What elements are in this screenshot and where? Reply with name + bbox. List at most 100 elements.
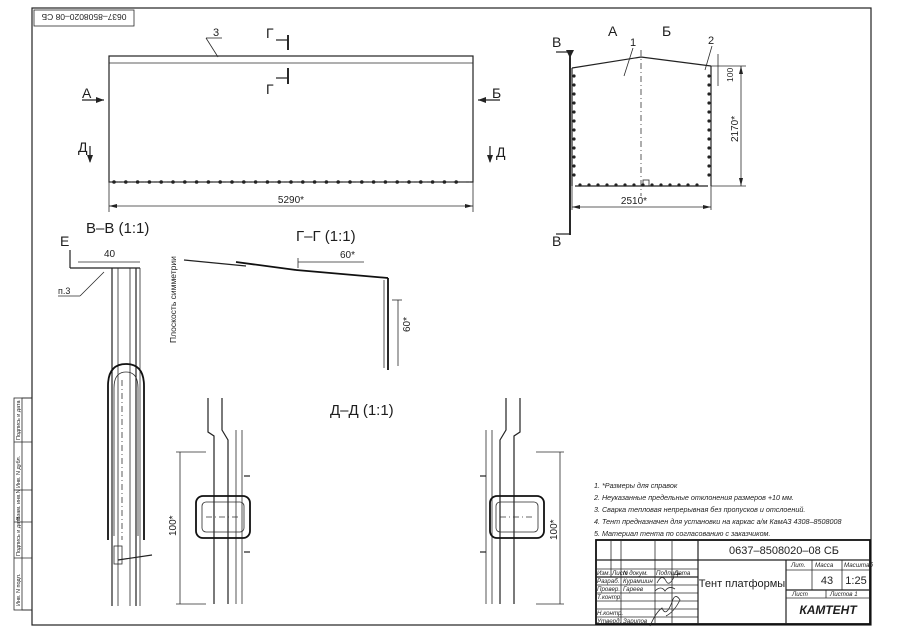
dd-right-assembly: 100* xyxy=(480,398,564,605)
dim-left: 100* xyxy=(168,515,179,536)
dim-40: 40 xyxy=(104,249,116,260)
sheet-frame xyxy=(31,7,872,626)
side-strip-5: Инв. N подл. xyxy=(16,573,22,606)
tb-company: КАМТЕНТ xyxy=(799,603,858,617)
eyelet xyxy=(707,92,711,96)
eyelet xyxy=(707,164,711,168)
eyelet xyxy=(289,180,293,184)
tb-role-0: Разраб. xyxy=(597,578,619,585)
label-2: 2 xyxy=(708,35,714,47)
note-5: 5. Материал тента по согласованию с зака… xyxy=(594,529,771,538)
note-4: 4. Тент предназначен для установки на ка… xyxy=(594,517,842,526)
label-G-bottom: Г xyxy=(266,81,274,97)
dim-60a: 60* xyxy=(340,250,355,261)
plane-label: Плоскость симметрии xyxy=(168,256,178,343)
label-p3: п.3 xyxy=(58,286,70,296)
side-strip-2: Инв. N дубл. xyxy=(16,455,22,488)
tb-head-list: Лист xyxy=(611,570,628,577)
eyelet xyxy=(183,180,187,184)
eyelet xyxy=(230,180,234,184)
side-strip-4: Подпись и дата xyxy=(16,516,22,556)
eyelet xyxy=(206,180,211,184)
eyelet xyxy=(596,183,600,187)
eyelet xyxy=(707,155,711,159)
label-A-side: А xyxy=(608,23,618,39)
tb-head-date: Дата xyxy=(673,570,691,577)
label-1: 1 xyxy=(630,37,636,49)
eyelet xyxy=(632,183,636,187)
side-strip-1: Подпись и дата xyxy=(16,400,22,440)
tb-name: Тент платформы xyxy=(699,578,786,590)
eyelet xyxy=(194,180,199,184)
eyelet xyxy=(430,180,435,184)
eyelet xyxy=(147,180,152,184)
section-gg: Г–Г (1:1) Плоскость симметрии 60* 60* xyxy=(168,228,413,370)
tb-head-izm: Изм. xyxy=(597,570,610,577)
awning-body xyxy=(108,55,474,183)
tb-mass-header: Масса xyxy=(815,562,834,569)
signature-3 xyxy=(649,596,681,627)
dim-height: 2170* xyxy=(730,116,741,142)
tb-role-5: Утверд. xyxy=(596,618,621,625)
signature-2 xyxy=(654,587,676,592)
eyelet xyxy=(707,119,711,123)
eyelet xyxy=(623,183,627,187)
section-dd-title: Д–Д (1:1) xyxy=(330,402,394,419)
view-side: В В А Б 1 2 2170* 100 2510* xyxy=(552,23,746,249)
tb-person-1: Гареев xyxy=(623,586,644,593)
eyelet xyxy=(360,180,364,184)
eyelet xyxy=(572,164,576,168)
eyelet xyxy=(650,183,654,187)
dim-60b: 60* xyxy=(402,317,413,332)
eyelet xyxy=(641,183,645,187)
label-D-left: Д xyxy=(78,139,88,155)
label-D-right: Д xyxy=(496,144,506,160)
eyelet xyxy=(605,183,609,187)
eyelet xyxy=(614,183,618,187)
eyelet xyxy=(171,180,175,184)
eyelet xyxy=(407,180,411,184)
eyelet xyxy=(659,183,663,187)
tb-person-5: Зарипов xyxy=(623,618,648,625)
eyelet xyxy=(112,180,116,184)
signature-1 xyxy=(656,576,675,584)
section-dd: Д–Д (1:1) 100* 100* xyxy=(168,398,564,605)
eyelet xyxy=(395,180,400,184)
eyelet xyxy=(707,101,711,105)
section-vv: В–В (1:1) Е 40 п.3 xyxy=(58,220,153,606)
tb-scale-header: Масштаб xyxy=(844,562,873,569)
dd-left-assembly: 100* xyxy=(168,398,251,605)
note-3: 3. Сварка тепловая непрерывная без пропу… xyxy=(594,505,805,514)
label-B-side: Б xyxy=(662,23,671,39)
eyelet xyxy=(124,180,128,184)
label-E: Е xyxy=(60,233,69,249)
eyelet xyxy=(578,183,582,187)
tb-head-doc: N докум. xyxy=(623,570,648,577)
eyelet xyxy=(159,180,163,184)
eyelet xyxy=(707,83,711,87)
eyelet xyxy=(371,180,376,184)
tb-role-4: Н.контр. xyxy=(597,610,623,617)
section-vv-title: В–В (1:1) xyxy=(86,220,149,237)
eyelet xyxy=(572,92,576,96)
eyelet xyxy=(324,180,329,184)
eyelet xyxy=(454,180,459,184)
section-gg-title: Г–Г (1:1) xyxy=(296,228,356,245)
eyelet xyxy=(572,137,576,141)
eyelet xyxy=(677,183,681,187)
dim-width: 2510* xyxy=(621,196,647,207)
label-A: А xyxy=(82,85,92,101)
eyelet xyxy=(265,180,270,184)
eyelet xyxy=(587,183,591,187)
note-2: 2. Неуказанные предельные отклонения раз… xyxy=(593,493,794,502)
eyelet xyxy=(707,137,711,141)
eyelet xyxy=(572,146,576,150)
eyelet xyxy=(383,180,388,184)
eyelet xyxy=(301,180,305,184)
top-stamp-text: 0637–8508020–08 СБ xyxy=(41,12,126,22)
tb-lit-header: Лит. xyxy=(790,562,806,569)
tb-role-1: Провер. xyxy=(597,586,620,593)
eyelet xyxy=(277,180,282,184)
label-V-bottom: В xyxy=(552,233,561,249)
